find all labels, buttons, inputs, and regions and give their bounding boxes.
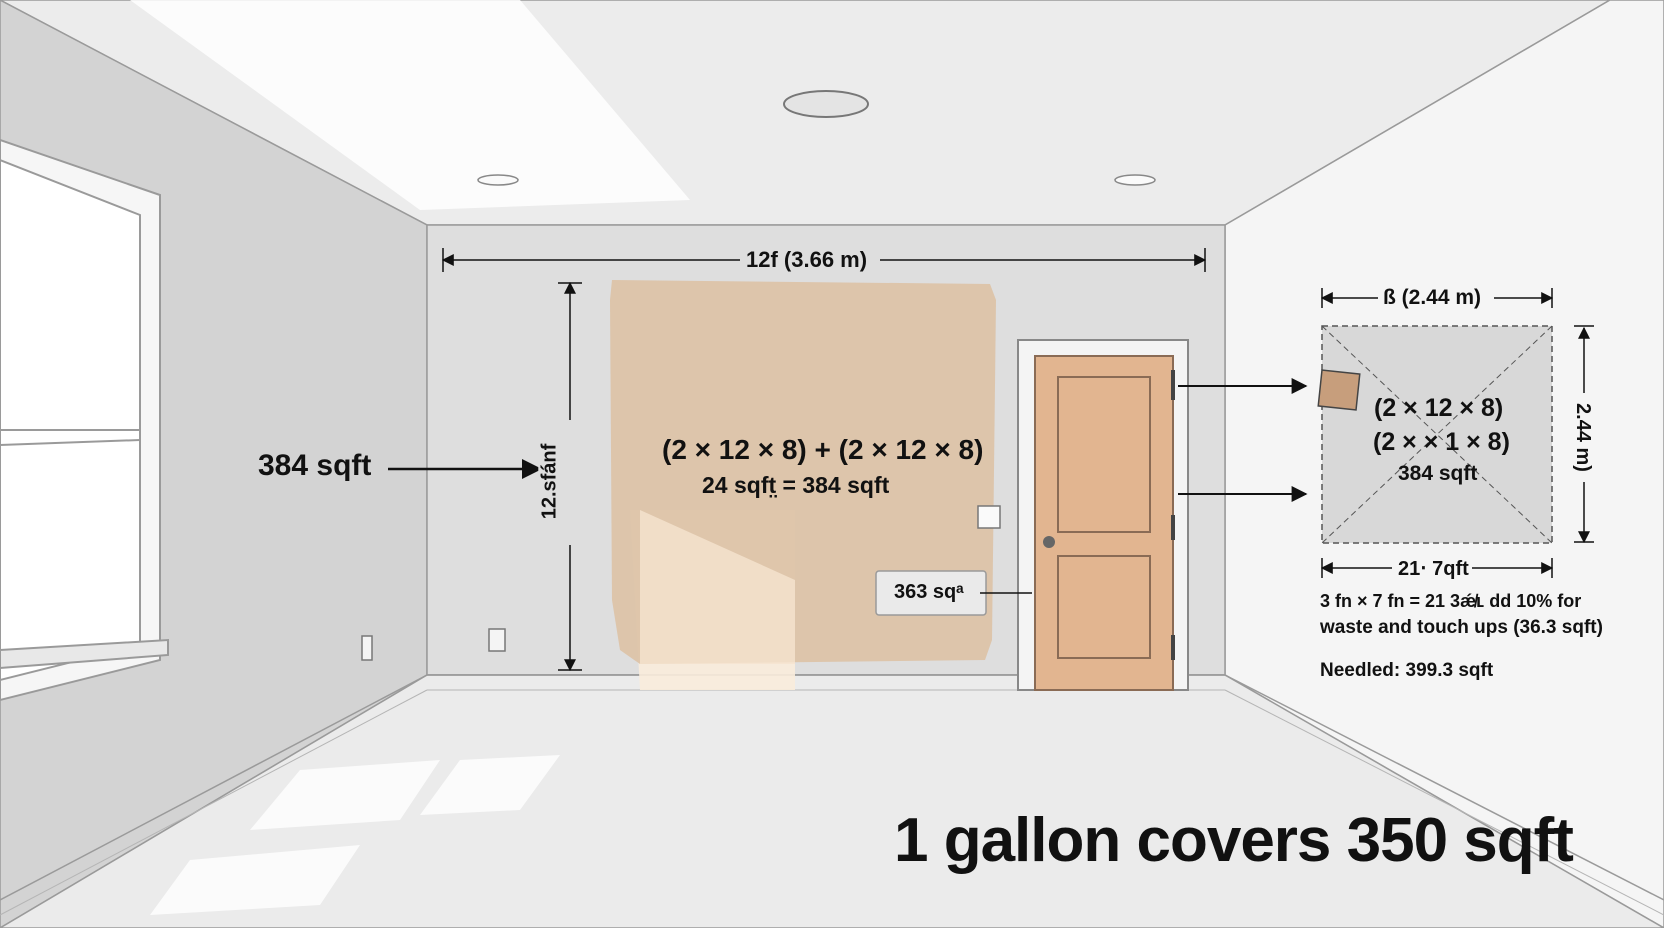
recessed-light-right <box>1114 174 1156 186</box>
window <box>0 138 169 702</box>
paint-needed-label: Needled: 399.3 sqft <box>1320 660 1494 681</box>
door <box>1034 355 1174 691</box>
inset-width-dimension <box>1320 288 1554 308</box>
coverage-headline: 1 gallon covers 350 sqft <box>894 806 1574 875</box>
inset-formula-line-2: (2 × × 1 × 8) <box>1373 428 1510 456</box>
formula-line-1: (2 × 12 × 8) + (2 × 12 × 8) <box>662 434 984 465</box>
swatch-highlight <box>640 510 795 664</box>
inset-swatch-chip <box>1317 369 1361 411</box>
inset-formula-line-3: 384 sqft <box>1398 462 1478 485</box>
door-area-label: 363 sqᵃ <box>894 581 964 603</box>
outlet-left-wall <box>361 635 373 661</box>
inset-formula-line-1: (2 × 12 × 8) <box>1374 394 1504 422</box>
inset-bottom-label: 21‧ 7qft <box>1398 558 1469 580</box>
door-panel-bottom <box>1057 555 1151 659</box>
note-line-1: 3 fn × 7 fn = 21 3ǽ̸ʟ dd 10% for <box>1320 591 1582 611</box>
door-knob <box>1043 536 1055 548</box>
inset-bottom-dimension <box>1320 558 1554 578</box>
ceiling-light-fixture <box>783 90 869 118</box>
recessed-light-left <box>477 174 519 186</box>
wall-height-label: 12.sfánf <box>538 439 562 524</box>
note-line-2: waste and touch ups (36.3 sqft) <box>1320 617 1603 638</box>
wall-height-dimension <box>558 281 582 672</box>
formula-line-2: 24 sqft̤ = 384 sqft <box>702 472 890 498</box>
inset-height-label: 2.44 m) <box>1571 403 1594 472</box>
light-switch <box>977 505 1001 529</box>
door-panel-top <box>1057 376 1151 533</box>
inset-height-dimension <box>1574 325 1594 544</box>
wall-width-dimension <box>441 248 1207 272</box>
inset-width-label: ß (2.44 m) <box>1383 286 1482 309</box>
floor-light-patches <box>150 755 560 915</box>
wall-width-label: 12f (3.66 m) <box>740 247 874 273</box>
outlet-back-wall <box>488 628 506 652</box>
left-area-label: 384 sqft <box>258 449 372 482</box>
ceiling-light-patches <box>130 0 690 210</box>
